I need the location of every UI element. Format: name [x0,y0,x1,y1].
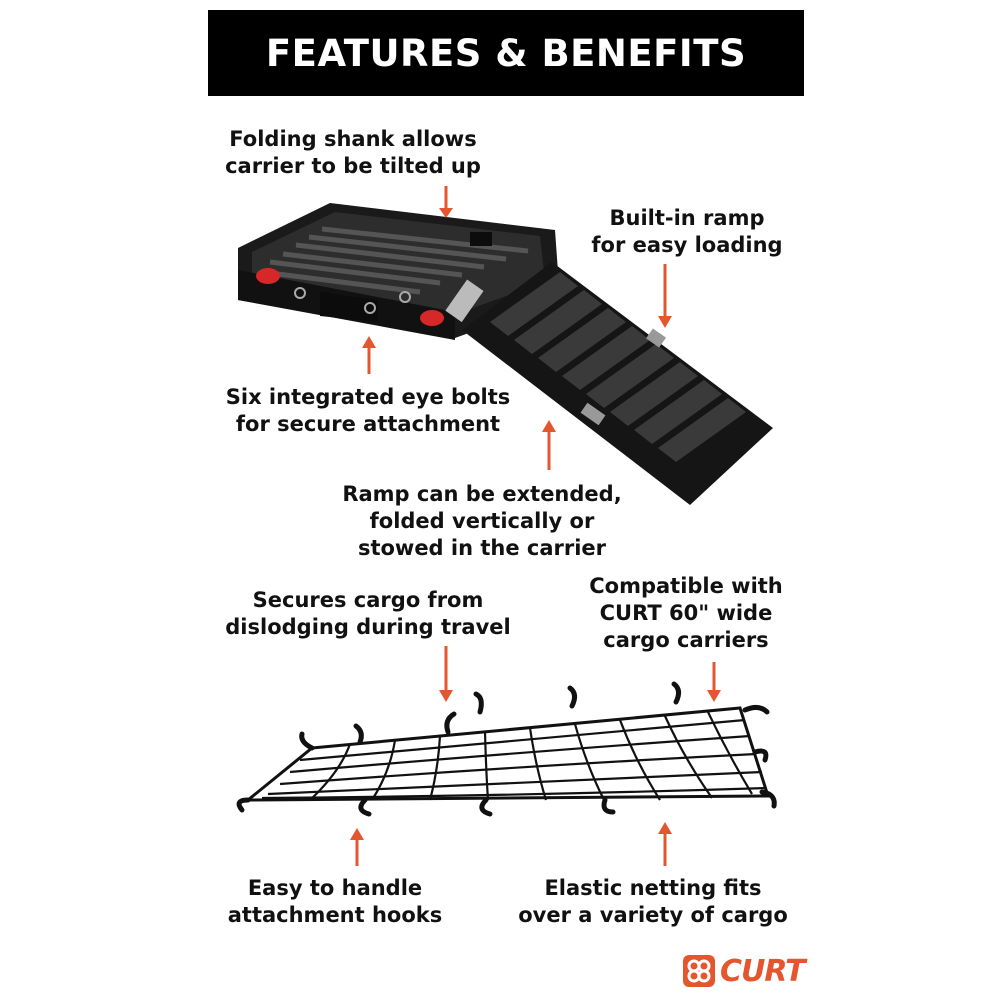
callout-line: Compatible with [589,574,783,598]
callout-line: for easy loading [591,233,783,257]
curt-logo-icon [683,955,715,987]
callout-line: over a variety of cargo [518,903,788,927]
arrow-icon [707,662,721,702]
callout-eye-bolts: Six integrated eye bolts for secure atta… [226,384,510,438]
arrow-icon [439,186,453,218]
callout-built-in-ramp: Built-in ramp for easy loading [591,205,782,259]
callout-line: cargo carriers [603,628,769,652]
page-title: FEATURES & BENEFITS [265,31,747,75]
arrow-icon [362,336,376,374]
callout-line: attachment hooks [227,903,443,927]
brand-name: CURT [720,953,806,989]
arrow-icon [439,646,453,702]
callout-line: CURT 60" wide [599,601,773,625]
arrow-icon [658,264,672,328]
header-banner: FEATURES & BENEFITS [208,10,804,96]
callout-line: Easy to handle [247,876,423,900]
callout-line: folded vertically or [369,509,595,533]
callout-line: Folding shank allows [229,127,477,151]
hook-icon [236,681,777,817]
arrow-icon [542,420,556,470]
carrier-tray-icon [238,203,560,340]
callout-line: Secures cargo from [252,588,484,612]
arrow-icon [658,822,672,866]
callout-line: Elastic netting fits [544,876,762,900]
callout-line: for secure attachment [235,412,501,436]
callout-folding-shank: Folding shank allows carrier to be tilte… [225,126,481,180]
brand-logo: CURT [682,952,806,990]
callout-ramp-extend: Ramp can be extended, folded vertically … [342,481,621,562]
callout-secures-cargo: Secures cargo from dislodging during tra… [225,587,510,641]
callout-line: stowed in the carrier [357,536,607,560]
callout-compatible: Compatible with CURT 60" wide cargo carr… [589,573,783,654]
callout-line: Ramp can be extended, [342,482,622,506]
callout-line: dislodging during travel [225,615,511,639]
callout-hooks: Easy to handle attachment hooks [228,875,443,929]
callout-line: Built-in ramp [609,206,765,230]
arrow-icon [350,828,364,866]
ramp-icon [462,262,773,505]
callout-line: carrier to be tilted up [225,154,481,178]
callout-line: Six integrated eye bolts [225,385,511,409]
callout-netting: Elastic netting fits over a variety of c… [518,875,788,929]
